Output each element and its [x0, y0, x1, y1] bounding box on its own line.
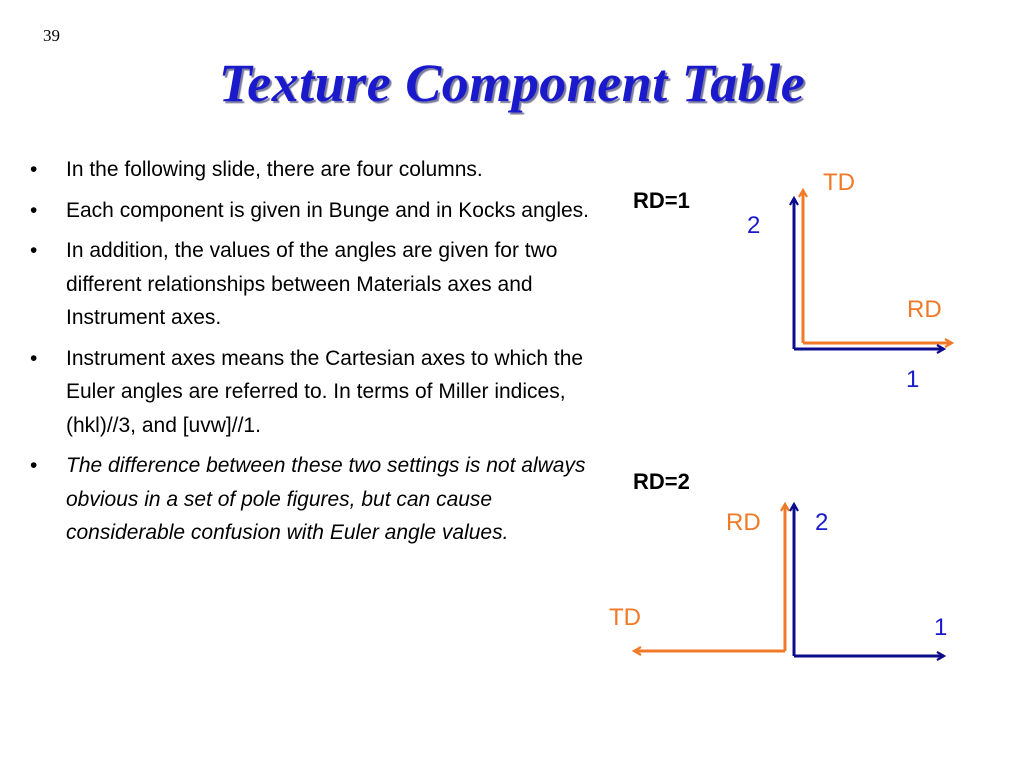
bullet-item: • Each component is given in Bunge and i…	[30, 194, 590, 228]
rd1-label-rd: RD	[907, 296, 942, 323]
bullet-item: • In addition, the values of the angles …	[30, 234, 590, 335]
bullet-dot: •	[30, 454, 38, 477]
bullet-list: • In the following slide, there are four…	[30, 153, 590, 557]
slide-number: 39	[43, 26, 60, 45]
rd2-label-1: 1	[934, 614, 947, 641]
bullet-dot: •	[30, 239, 38, 262]
bullet-dot: •	[30, 158, 38, 181]
bullet-text: In addition, the values of the angles ar…	[66, 239, 558, 329]
axes-diagram: RD=1 TD 2 RD 1 RD=2 RD 2 TD 1	[609, 169, 1010, 690]
rd2-label-rd: RD	[726, 509, 761, 536]
rd1-label-2: 2	[747, 212, 760, 239]
bullet-item: • In the following slide, there are four…	[30, 153, 590, 187]
rd2-heading: RD=2	[633, 469, 690, 494]
rd2-label-td: TD	[609, 604, 641, 631]
bullet-dot: •	[30, 198, 38, 222]
bullet-dot: •	[30, 346, 38, 370]
rd1-diagram: RD=1 TD 2 RD 1	[633, 169, 952, 393]
bullet-text: Each component is given in Bunge and in …	[66, 198, 590, 222]
bullet-item: • The difference between these two setti…	[30, 449, 590, 550]
bullet-text: In the following slide, there are four c…	[66, 158, 483, 181]
bullet-text: Instrument axes means the Cartesian axes…	[66, 346, 584, 437]
rd1-label-1: 1	[906, 366, 919, 393]
rd2-diagram: RD=2 RD 2 TD 1	[609, 469, 947, 656]
bullet-item: • Instrument axes means the Cartesian ax…	[30, 342, 590, 443]
rd1-heading: RD=1	[633, 188, 690, 213]
rd2-label-2: 2	[815, 509, 828, 536]
bullet-text: The difference between these two setting…	[66, 454, 586, 544]
rd1-label-td: TD	[823, 169, 855, 196]
page-title: Texture Component Table	[218, 53, 806, 113]
